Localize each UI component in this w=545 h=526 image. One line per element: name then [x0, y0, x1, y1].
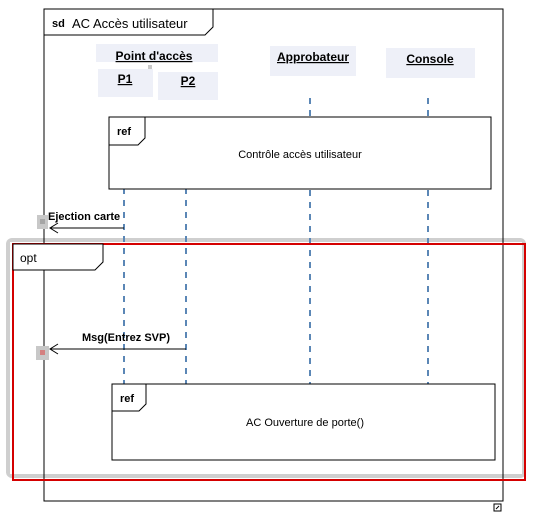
- part-p1-box[interactable]: [98, 69, 153, 97]
- lifeline-label-console: Console: [406, 52, 454, 66]
- ref-2-tab: [111, 383, 147, 412]
- part-p2-box[interactable]: [158, 72, 218, 100]
- message-2-label: Msg(Entrez SVP): [82, 332, 170, 344]
- ref-1-tab: [108, 116, 146, 146]
- opt-keyword: opt: [20, 251, 37, 265]
- sd-keyword: sd: [52, 18, 65, 30]
- ref-fragment-1[interactable]: [108, 116, 492, 190]
- lifeline-label-point-acces: Point d'accès: [116, 49, 193, 63]
- gate-2-inner: [40, 350, 45, 355]
- opt-fragment[interactable]: [12, 243, 526, 481]
- sd-frame-tab: [43, 8, 214, 36]
- part-p1-label: P1: [118, 72, 133, 86]
- message-2-arrowhead: [49, 343, 59, 355]
- opt-tab: [12, 243, 104, 271]
- part-p2-label: P2: [181, 74, 196, 88]
- lifeline-header-approbateur[interactable]: [270, 46, 356, 76]
- lifeline-header-point-acces[interactable]: [96, 44, 218, 62]
- ref-1-keyword: ref: [117, 126, 131, 138]
- lifeline-label-approbateur: Approbateur: [277, 50, 349, 64]
- gate-1-inner: [40, 219, 45, 224]
- ref-2-keyword: ref: [120, 393, 134, 405]
- ref-fragment-2[interactable]: [111, 383, 496, 461]
- message-1-arrowhead: [49, 222, 59, 234]
- sd-title: AC Accès utilisateur: [72, 16, 188, 31]
- message-1-label: Ejection carte: [48, 211, 120, 223]
- ref-1-text: Contrôle accès utilisateur: [238, 149, 362, 161]
- lifeline-header-console[interactable]: [386, 48, 475, 78]
- point-acces-connector: [148, 65, 152, 69]
- resize-handle-mark: [495, 505, 500, 510]
- ref-2-text: AC Ouverture de porte(): [246, 417, 364, 429]
